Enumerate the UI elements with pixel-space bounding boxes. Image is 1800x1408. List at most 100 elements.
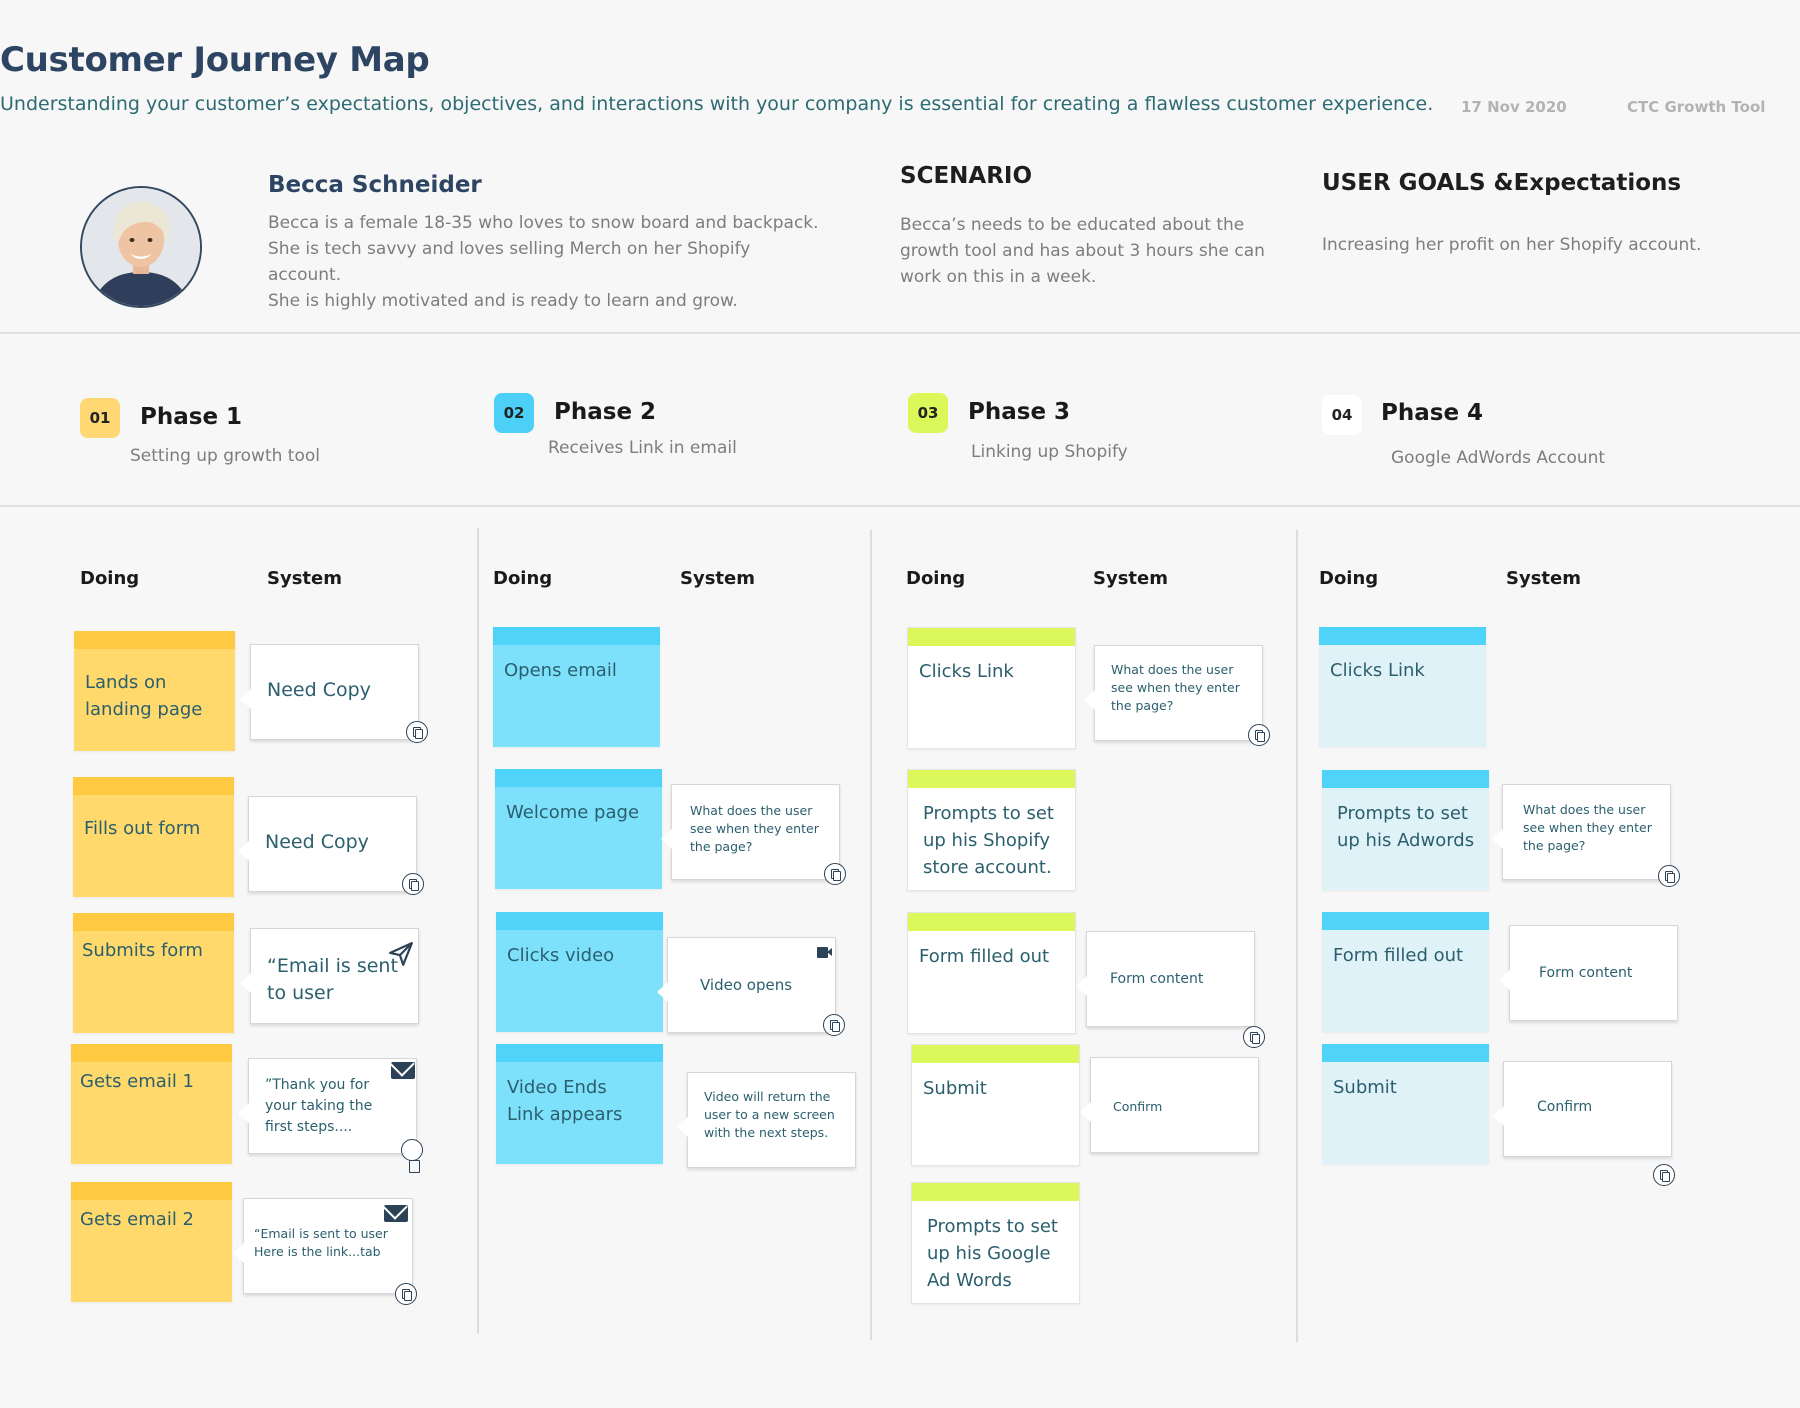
copy-icon[interactable]: [1653, 1164, 1675, 1186]
system-card[interactable]: Need Copy: [240, 644, 428, 743]
sticky-text: Form filled out: [919, 946, 1050, 967]
doing-header: Doing: [493, 568, 553, 589]
phase-1-title: Phase 1: [140, 404, 243, 430]
sticky-band: [71, 1182, 232, 1200]
doing-sticky[interactable]: Clicks video: [496, 912, 663, 1032]
copy-icon[interactable]: [401, 1139, 423, 1161]
phase-2-badge: 02: [494, 393, 534, 433]
send-icon[interactable]: [388, 941, 414, 967]
system-card[interactable]: Video opens: [657, 937, 845, 1036]
sticky-text: Clicks Link: [919, 661, 1014, 682]
tool-label: CTC Growth Tool: [1627, 98, 1766, 116]
sticky-band: [73, 913, 234, 931]
persona-name: Becca Schneider: [268, 172, 482, 198]
phase-1-badge: 01: [80, 398, 120, 438]
copy-icon[interactable]: [824, 863, 846, 885]
sticky-band: [496, 1044, 663, 1062]
copy-icon[interactable]: [395, 1283, 417, 1305]
avatar: [80, 186, 202, 308]
card-text: Video opens: [700, 976, 793, 994]
copy-icon[interactable]: [406, 721, 428, 743]
doing-sticky[interactable]: Submits form: [73, 913, 234, 1033]
doing-sticky[interactable]: Welcome page: [495, 769, 662, 889]
sticky-text: Gets email 1: [80, 1071, 194, 1092]
mail-icon[interactable]: [391, 1062, 415, 1079]
copy-icon[interactable]: [1243, 1026, 1265, 1048]
doing-sticky[interactable]: Submit: [911, 1044, 1080, 1166]
system-card[interactable]: Confirm: [1080, 1057, 1259, 1153]
column-divider: [870, 530, 872, 1340]
doing-sticky[interactable]: Clicks Link: [1319, 627, 1486, 747]
card-text: Form content: [1539, 965, 1633, 981]
system-card[interactable]: Form content: [1499, 925, 1678, 1021]
sticky-band: [74, 631, 235, 649]
sticky-band: [495, 769, 662, 787]
card-text: Need Copy: [267, 679, 371, 701]
divider: [0, 505, 1800, 507]
divider: [0, 332, 1800, 334]
copy-icon[interactable]: [1658, 865, 1680, 887]
phase-1-subtitle: Setting up growth tool: [130, 446, 320, 466]
copy-icon[interactable]: [402, 873, 424, 895]
card-text: Confirm: [1537, 1099, 1593, 1115]
mail-icon[interactable]: [384, 1205, 408, 1222]
doing-sticky[interactable]: Clicks Link: [907, 627, 1076, 749]
system-header: System: [1093, 568, 1168, 589]
sticky-text: Submits form: [82, 940, 203, 961]
doing-sticky[interactable]: Opens email: [493, 627, 660, 747]
phase-2-title: Phase 2: [554, 399, 657, 425]
sticky-band: [908, 628, 1075, 646]
video-icon[interactable]: [817, 947, 832, 958]
system-card[interactable]: Form content: [1076, 931, 1265, 1048]
page-subtitle: Understanding your customer’s expectatio…: [0, 93, 1434, 115]
sticky-band: [1319, 627, 1486, 645]
scenario-text: Becca’s needs to be educated about the g…: [900, 212, 1280, 290]
sticky-band: [1322, 1044, 1489, 1062]
goals-text: Increasing her profit on her Shopify acc…: [1322, 235, 1702, 255]
system-header: System: [1506, 568, 1581, 589]
persona-line: She is tech savvy and loves selling Merc…: [268, 239, 751, 285]
system-card[interactable]: Need Copy: [238, 796, 424, 895]
phase-4-subtitle: Google AdWords Account: [1391, 448, 1606, 468]
sticky-band: [493, 627, 660, 645]
column-divider: [477, 528, 479, 1334]
sticky-band: [908, 913, 1075, 931]
scenario-line: work on this in a week.: [900, 267, 1097, 287]
doing-sticky[interactable]: Gets email 1: [71, 1044, 232, 1164]
doing-sticky[interactable]: Gets email 2: [71, 1182, 232, 1302]
column-divider: [1296, 530, 1298, 1342]
card-text: Need Copy: [265, 831, 369, 853]
system-header: System: [267, 568, 342, 589]
persona-line: Becca is a female 18-35 who loves to sno…: [268, 213, 819, 233]
copy-icon[interactable]: [409, 1160, 420, 1173]
doing-sticky[interactable]: Form filled out: [907, 912, 1076, 1034]
doing-sticky[interactable]: Fills out form: [73, 777, 234, 897]
copy-icon[interactable]: [823, 1014, 845, 1036]
sticky-text: Fills out form: [84, 818, 201, 839]
doing-sticky[interactable]: Form filled out: [1322, 912, 1489, 1032]
doing-sticky[interactable]: Submit: [1322, 1044, 1489, 1164]
system-card[interactable]: Confirm: [1493, 1061, 1675, 1186]
scenario-heading: SCENARIO: [900, 163, 1033, 189]
copy-icon[interactable]: [1248, 724, 1270, 746]
